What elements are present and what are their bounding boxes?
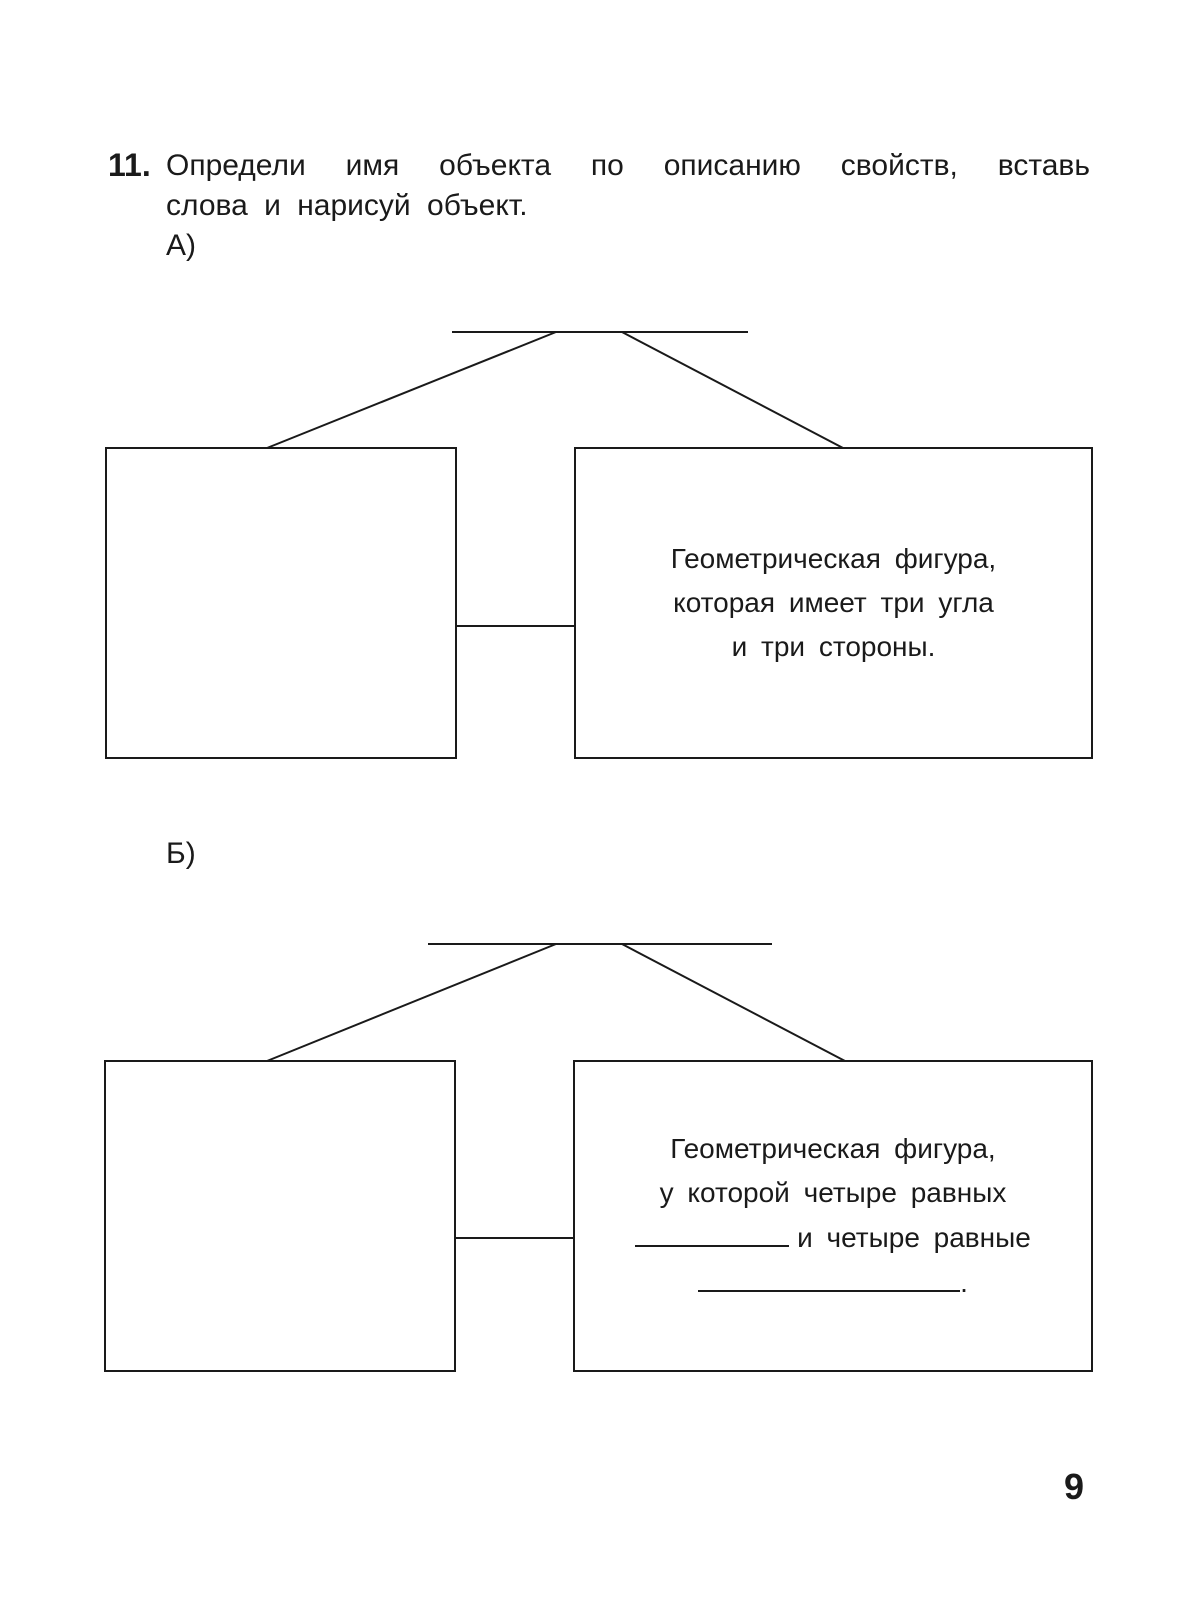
part-b-description-line-3-text: и четыре равные: [797, 1222, 1031, 1253]
part-a-connector-right: [621, 331, 844, 449]
task-instruction-line-1: Определи имя объекта по описанию свойств…: [166, 149, 1090, 182]
part-a-label: А): [166, 229, 196, 262]
part-b-connector-left: [266, 943, 557, 1062]
part-a-connector-left: [266, 331, 557, 449]
part-a-description-line-1: Геометрическая фигура,: [670, 543, 997, 574]
part-a-description-line-2: которая имеет три угла: [673, 587, 994, 618]
part-b-description-box: [573, 1060, 1093, 1372]
task-instruction: Определи имя объекта по описанию свойств…: [166, 146, 1090, 226]
part-b-description: Геометрическая фигура, у которой четыре …: [574, 1061, 1092, 1371]
part-b-drawing-box[interactable]: [104, 1060, 456, 1372]
part-b-blank-2[interactable]: [698, 1260, 961, 1292]
part-b-label: Б): [166, 837, 196, 870]
part-b-blank-1[interactable]: [635, 1215, 790, 1247]
part-b-description-line-4: .: [635, 1260, 1031, 1305]
part-b-connector-right: [621, 943, 846, 1062]
task-instruction-line-2: слова и нарисуй объект.: [166, 189, 528, 222]
part-a-description-line-3: и три стороны.: [731, 631, 936, 662]
part-b-description-line-2: у которой четыре равных: [659, 1177, 1007, 1208]
part-a-drawing-box[interactable]: [105, 447, 457, 759]
part-b-description-line-1: Геометрическая фигура,: [670, 1133, 996, 1164]
task-number: 11.: [108, 147, 151, 183]
page-number: 9: [1064, 1466, 1085, 1507]
part-b-description-line-4-text: .: [960, 1267, 968, 1298]
part-a-description: Геометрическая фигура, которая имеет три…: [575, 448, 1092, 758]
part-a-description-box: [574, 447, 1093, 759]
part-b-description-line-3: и четыре равные: [635, 1215, 1031, 1260]
